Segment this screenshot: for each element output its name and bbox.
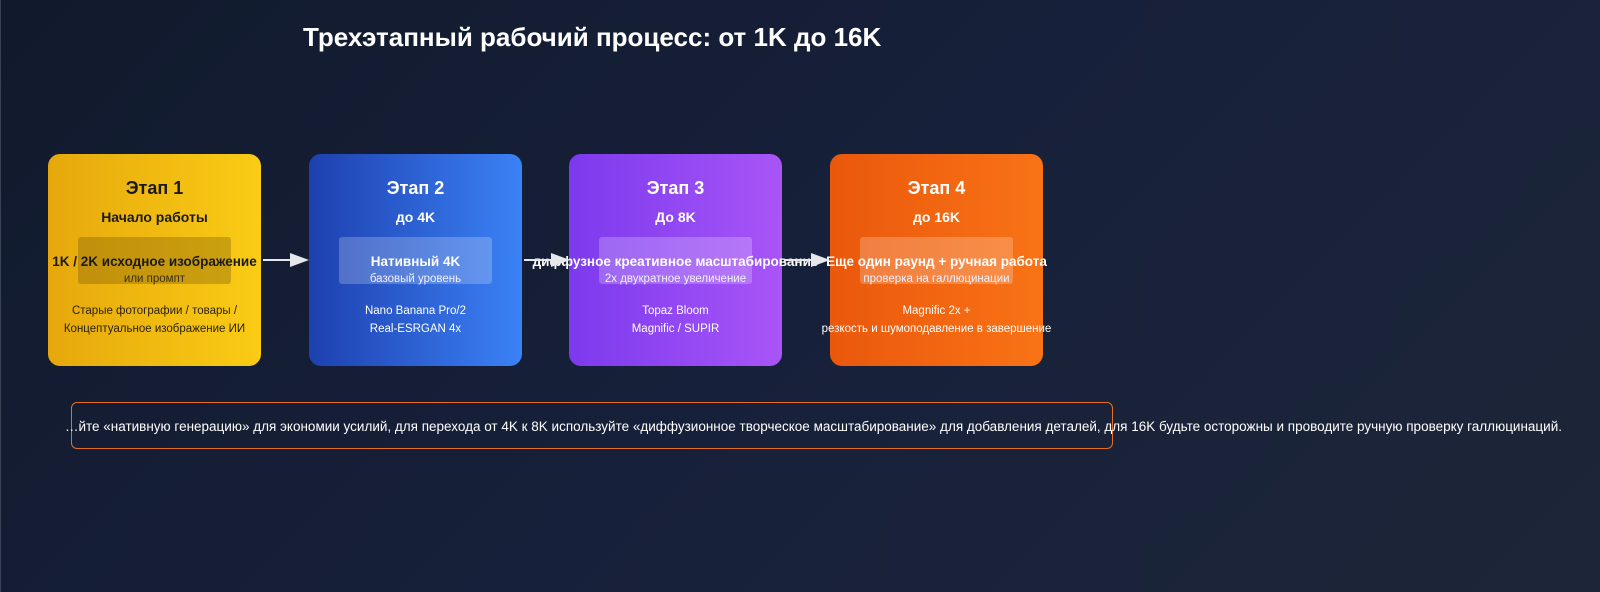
- stage-3-tools: Topaz Bloom Magnific / SUPIR: [509, 302, 842, 338]
- stage-4-tools: Magnific 2x + резкость и шумоподавление …: [770, 302, 1103, 338]
- stage-2-highlight-box: [339, 237, 492, 284]
- note-box: [71, 402, 1113, 449]
- stage-4-tools-line-1: Magnific 2x +: [902, 305, 971, 317]
- stage-2-tools: Nano Banana Pro/2 Real-ESRGAN 4x: [249, 302, 582, 338]
- stage-2-title: Этап 2: [386, 178, 445, 198]
- stage-1-tools: Старые фотографии / товары / Концептуаль…: [0, 302, 321, 338]
- stage-4-main-label: Еще один раунд + ручная работа: [826, 254, 1047, 269]
- stage-3-card: Этап 3 До 8K диффузное креативное масшта…: [533, 154, 818, 366]
- stage-2-card: Этап 2 до 4K Нативный 4K базовый уровень…: [309, 154, 522, 366]
- stage-1-tools-line-2: Концептуальное изображение ИИ: [63, 323, 246, 335]
- stage-4-sub-label: проверка на галлюцинации: [863, 273, 1010, 285]
- stage-3-sub-label: 2x двукратное увеличение: [604, 273, 747, 285]
- stage-2-main-label: Нативный 4K: [370, 254, 461, 269]
- page-title: Трехэтапный рабочий процесс: от 1K до 16…: [303, 22, 882, 52]
- stage-3-tools-line-1: Topaz Bloom: [642, 305, 709, 317]
- stage-1-tools-line-1: Старые фотографии / товары /: [71, 305, 238, 317]
- stage-4-card: Этап 4 до 16K Еще один раунд + ручная ра…: [822, 154, 1051, 366]
- stage-4-tools-line-2: резкость и шумоподавление в завершение: [821, 323, 1052, 335]
- stage-4-title: Этап 4: [907, 178, 966, 198]
- note-text: …йте «нативную генерацию» для экономии у…: [64, 419, 1562, 434]
- stage-2-tools-line-1: Nano Banana Pro/2: [364, 305, 467, 317]
- stage-3-tools-line-2: Magnific / SUPIR: [631, 323, 720, 335]
- stage-2-tools-line-2: Real-ESRGAN 4x: [369, 323, 462, 335]
- arrow-right-icon: [524, 253, 570, 267]
- left-edge-line: [0, 0, 1, 592]
- stage-3-title: Этап 3: [646, 178, 705, 198]
- stage-1-card: Этап 1 Начало работы 1K / 2K исходное из…: [48, 154, 261, 366]
- stage-1-highlight-box: [78, 237, 231, 284]
- stage-2-sub-label: базовый уровень: [369, 273, 462, 285]
- stage-1-subtitle: Начало работы: [101, 209, 208, 225]
- stage-3-highlight-box: [599, 237, 752, 284]
- stage-2-subtitle: до 4K: [395, 209, 436, 225]
- stage-1-title: Этап 1: [125, 178, 184, 198]
- stage-1-main-label: 1K / 2K исходное изображение: [52, 254, 257, 269]
- stage-3-subtitle: До 8K: [655, 209, 696, 225]
- stage-4-highlight-box: [860, 237, 1013, 284]
- stage-3-main-label: диффузное креативное масштабирование: [532, 254, 819, 269]
- stage-1-sub-label: или промпт: [123, 273, 186, 285]
- stage-4-subtitle: до 16K: [912, 209, 960, 225]
- arrow-right-icon: [784, 253, 830, 267]
- arrow-right-icon: [263, 253, 309, 267]
